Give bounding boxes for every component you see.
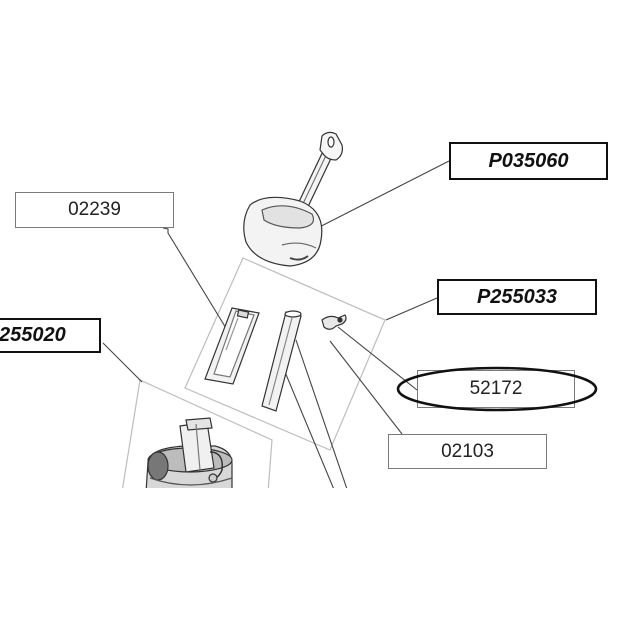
assembly-panel-lower <box>122 379 273 488</box>
part-label-p255020: 255020 <box>0 318 101 353</box>
part-label-p035060: P035060 <box>449 142 608 180</box>
leader-p255020 <box>102 342 143 383</box>
leader-02239 <box>162 227 233 339</box>
leader-rail-a <box>295 339 348 488</box>
part-label-52172: 52172 <box>417 370 575 408</box>
part-label-02239: 02239 <box>15 192 174 228</box>
assembly-panel-upper <box>184 257 386 451</box>
leader-rail-b <box>284 371 334 488</box>
leader-p255033 <box>385 297 438 321</box>
rail-part-02239 <box>204 307 260 385</box>
motor-unit <box>145 417 233 488</box>
leader-02103 <box>329 340 403 435</box>
handle-knob-part <box>243 131 343 267</box>
part-label-p255033: P255033 <box>437 279 597 315</box>
channel-part-02103 <box>261 310 302 412</box>
part-label-02103: 02103 <box>388 434 547 469</box>
hook-part-52172 <box>321 314 347 330</box>
